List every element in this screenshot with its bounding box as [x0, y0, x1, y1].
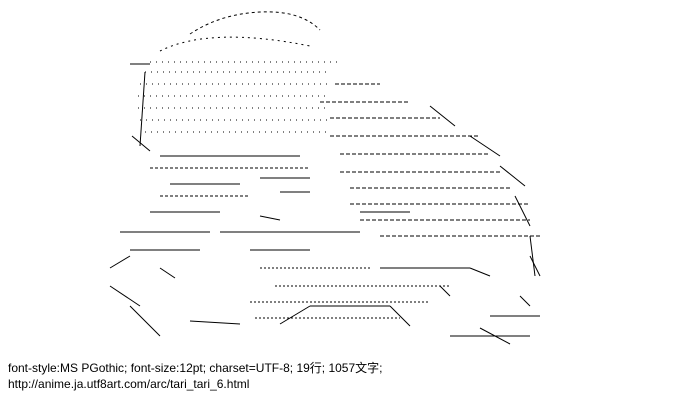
- ascii-art-drawing: [109, 11, 541, 345]
- caption-font-info: font-style:MS PGothic; font-size:12pt; c…: [8, 361, 383, 375]
- ascii-art-illustration: [10, 6, 690, 346]
- caption-source-url[interactable]: http://anime.ja.utf8art.com/arc/tari_tar…: [8, 377, 250, 391]
- caption: font-style:MS PGothic; font-size:12pt; c…: [8, 360, 698, 392]
